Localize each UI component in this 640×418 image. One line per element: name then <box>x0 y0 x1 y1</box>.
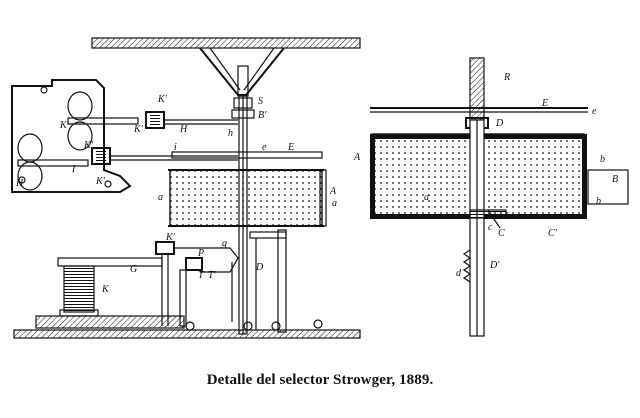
label-E: E <box>287 142 294 153</box>
label-g: g <box>222 238 227 249</box>
label-H: H <box>179 124 188 135</box>
label-K5: K' <box>165 232 176 243</box>
contact-bank-cylinder <box>169 169 323 227</box>
label-a1: a <box>158 192 163 203</box>
hanging-bracket <box>199 47 285 96</box>
label-d: d <box>456 268 462 279</box>
label-R: R <box>503 72 510 83</box>
label-T1: T' <box>208 270 217 281</box>
label-e: e <box>262 142 267 153</box>
support-post <box>277 229 287 333</box>
label-A-right: A <box>353 152 361 163</box>
top-collar <box>237 65 249 97</box>
label-a2: a <box>332 198 337 209</box>
label-I: I <box>71 164 76 175</box>
left-view: S B' K' K' H K h K' i e E H I K' a A a K… <box>11 37 361 339</box>
base-plate <box>35 315 185 329</box>
label-K: K <box>59 120 68 131</box>
top-plate-E <box>171 151 323 159</box>
label-S: S <box>258 96 263 107</box>
label-c: c <box>488 222 493 233</box>
magnet-coil-K <box>63 265 95 313</box>
lower-armature <box>155 241 175 255</box>
label-i: i <box>174 142 177 153</box>
label-E-right: E <box>541 98 548 109</box>
magnet-plate <box>11 79 132 193</box>
side-bar-B <box>587 169 629 205</box>
label-C1: C' <box>548 228 558 239</box>
label-b2: b <box>596 196 601 207</box>
label-D-right: D <box>495 118 504 129</box>
label-H2: H <box>15 178 24 189</box>
label-K2: K' <box>133 124 144 135</box>
shaft-R <box>469 57 485 121</box>
label-a-right: a <box>424 192 429 203</box>
label-T: T <box>198 270 205 281</box>
label-D: D <box>255 262 264 273</box>
label-K6: K <box>101 284 110 295</box>
label-A: A <box>329 186 337 197</box>
right-view: R E e D A b B a b c C C' D' d <box>353 57 629 337</box>
label-e-right: e <box>592 106 597 117</box>
magnet-frame <box>57 257 163 267</box>
label-B1: B' <box>258 110 267 121</box>
magnet-coil-upper-a <box>67 91 93 121</box>
label-G: G <box>130 264 137 275</box>
floor-beam <box>13 329 361 339</box>
label-D1: D' <box>489 260 500 271</box>
figure-caption: Detalle del selector Strowger, 1889. <box>206 372 434 388</box>
label-C: C <box>498 228 505 239</box>
label-K3: K' <box>83 140 94 151</box>
ceiling-beam <box>91 37 361 49</box>
label-K1: K' <box>157 94 168 105</box>
label-b1: b <box>600 154 605 165</box>
label-B: B <box>612 174 618 185</box>
label-P: P <box>197 248 204 259</box>
label-K4: K' <box>95 176 106 187</box>
patent-drawing: S B' K' K' H K h K' i e E H I K' a A a K… <box>11 37 629 339</box>
label-h: h <box>228 128 233 139</box>
